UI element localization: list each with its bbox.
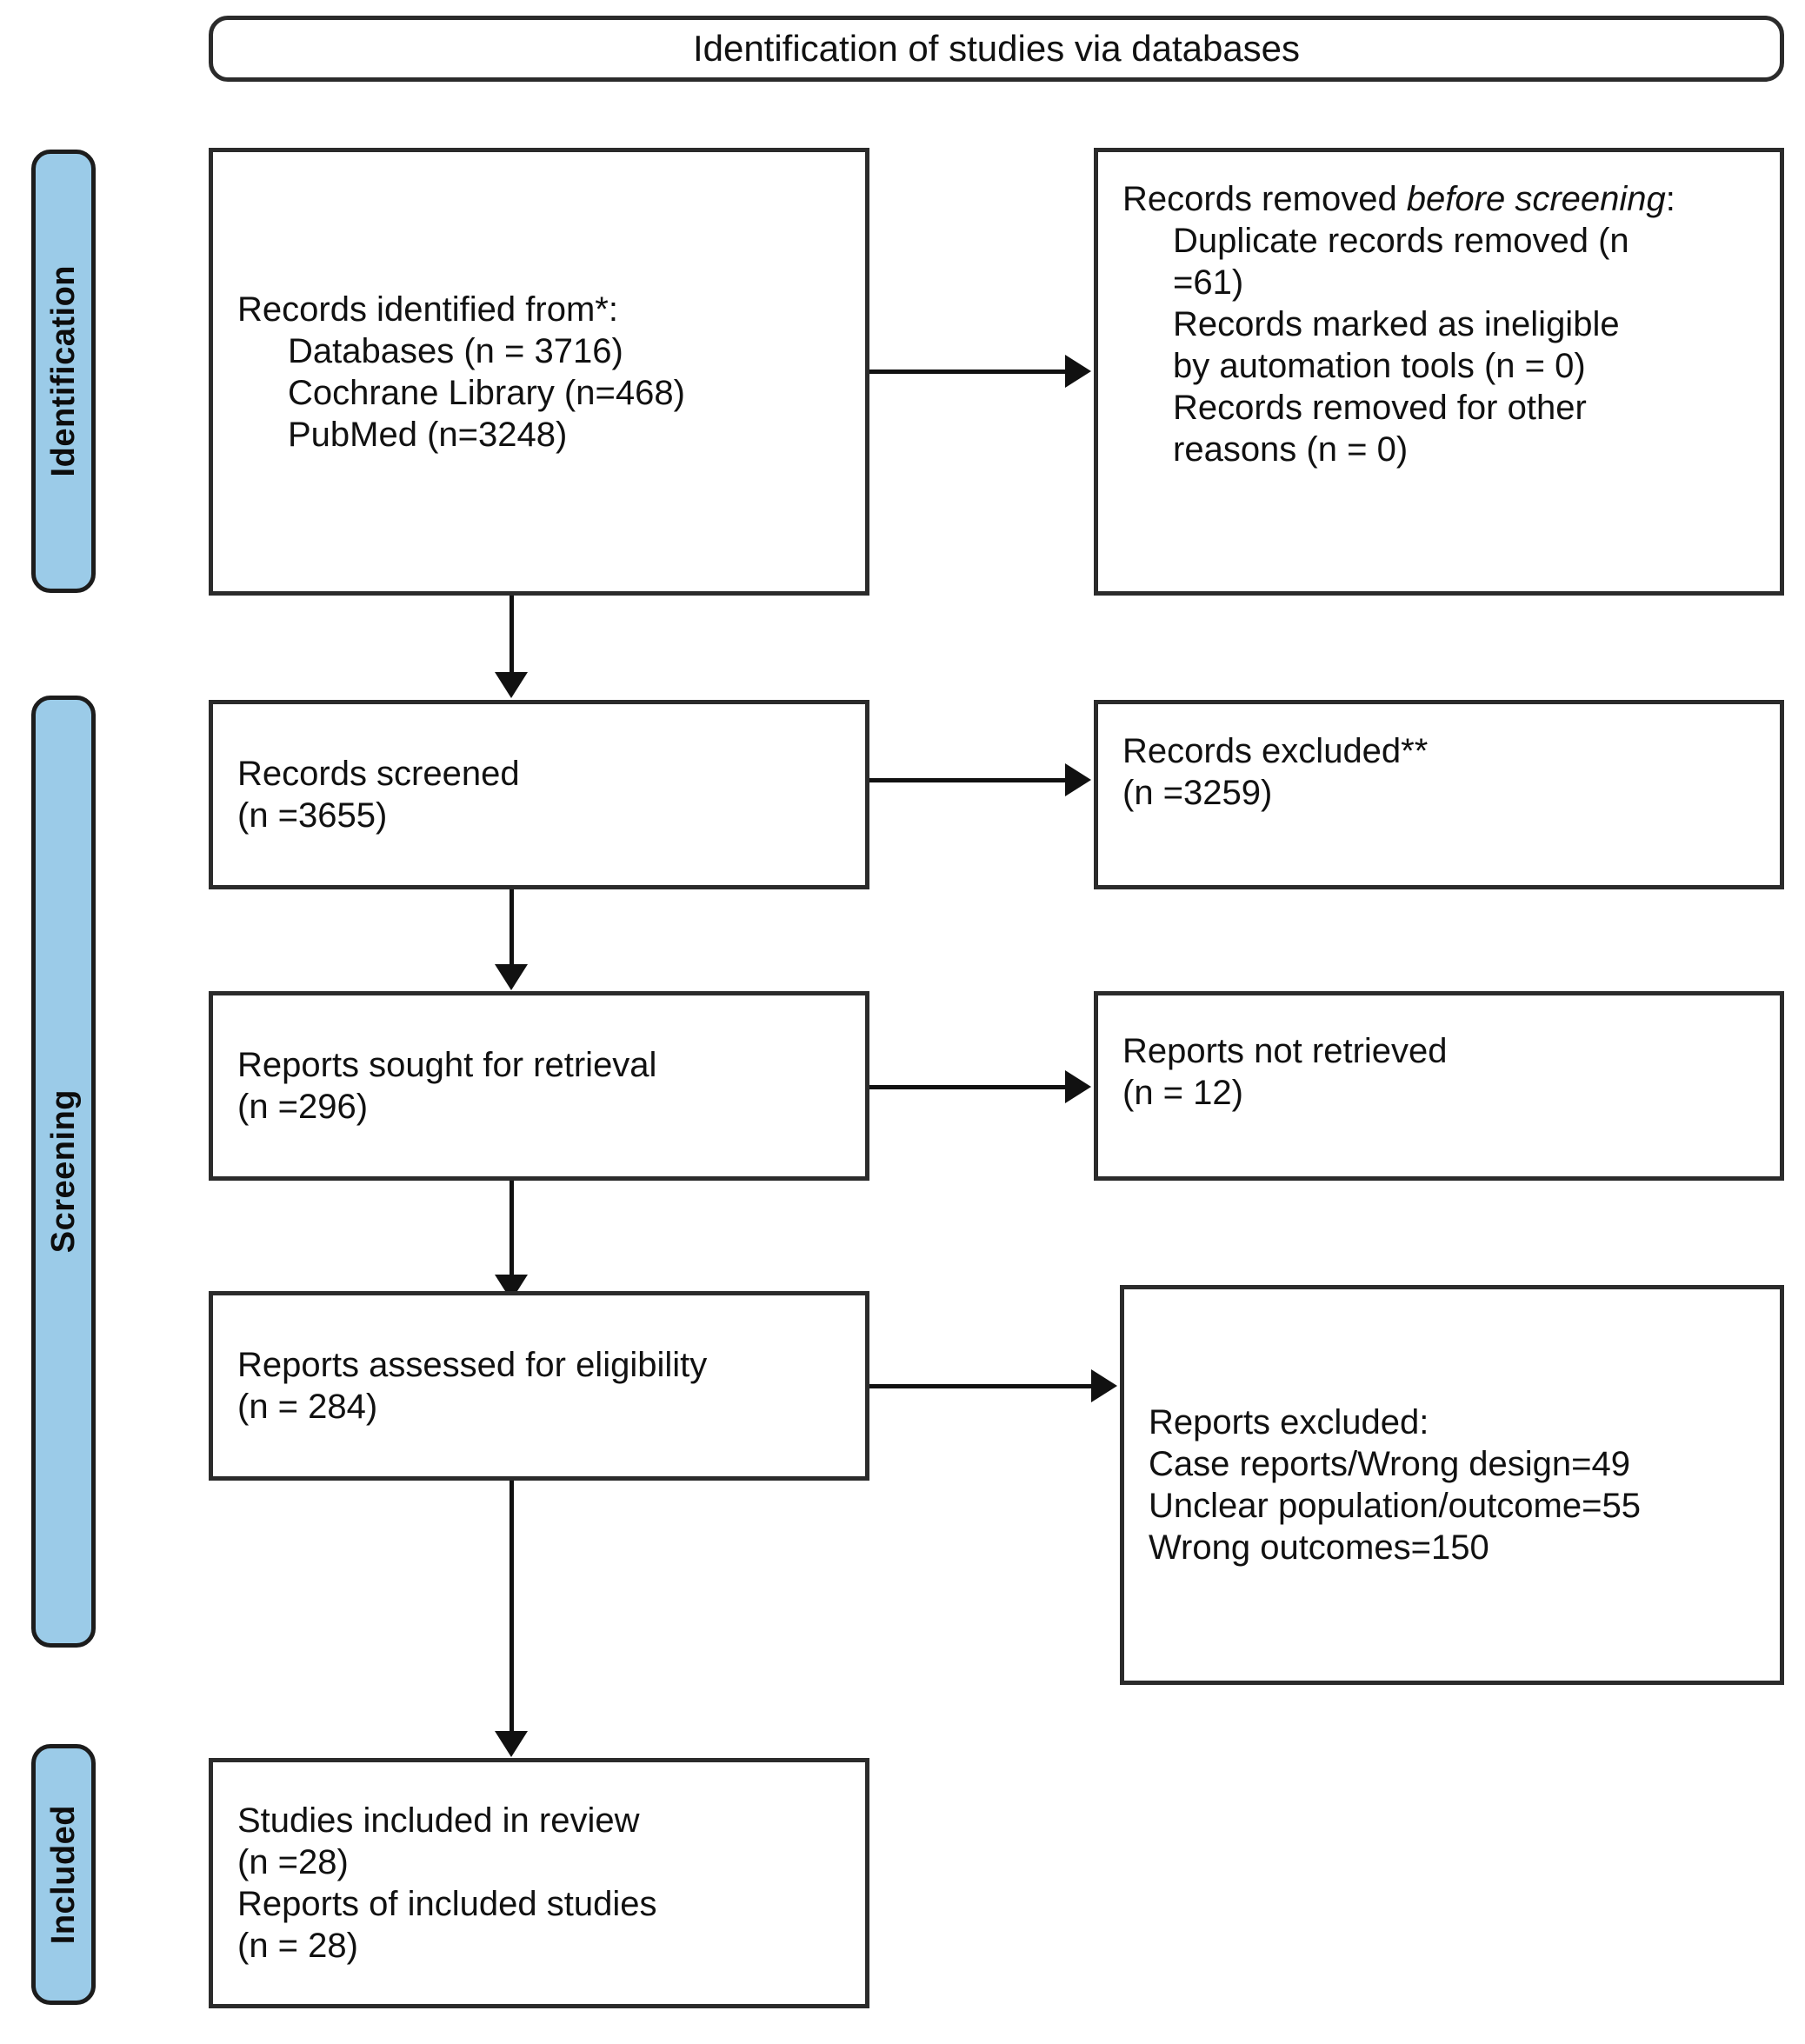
records-removed-line-5: Records removed for other [1173,389,1587,427]
arrowhead-sought-to-not-retrieved [1065,1070,1091,1103]
diagram-banner: Identification of studies via databases [209,16,1784,82]
reports-assessed-line-2: (n = 284) [237,1388,378,1426]
stage-label-identification: Identification [44,265,82,477]
records-removed-line-4: by automation tools (n = 0) [1173,347,1586,385]
connector-sought-to-assessed [510,1181,514,1276]
connector-assessed-to-included [510,1481,514,1733]
box-reports-sought: Reports sought for retrieval (n =296) [209,991,869,1181]
reports-sought-line-2: (n =296) [237,1088,369,1126]
reports-excluded-line-4: Wrong outcomes=150 [1149,1528,1489,1567]
records-identified-line-4: PubMed (n=3248) [288,415,568,454]
reports-not-retrieved-line-1: Reports not retrieved [1122,1032,1448,1070]
stage-bar-identification: Identification [31,150,96,593]
connector-identified-to-screened [510,596,514,674]
box-studies-included: Studies included in review (n =28) Repor… [209,1758,869,2008]
studies-included-line-1: Studies included in review [237,1801,640,1840]
box-reports-excluded: Reports excluded: Case reports/Wrong des… [1120,1285,1784,1685]
studies-included-line-4: (n = 28) [237,1927,358,1965]
box-reports-assessed: Reports assessed for eligibility (n = 28… [209,1291,869,1481]
arrowhead-screened-to-excluded [1065,763,1091,796]
records-identified-line-1: Records identified from*: [237,290,618,329]
records-removed-line-6: reasons (n = 0) [1173,430,1409,469]
arrowhead-assessed-to-reports-excluded [1091,1369,1117,1402]
records-excluded-line-2: (n =3259) [1122,774,1273,812]
studies-included-line-2: (n =28) [237,1843,349,1881]
reports-sought-line-1: Reports sought for retrieval [237,1046,657,1084]
records-removed-heading: Records removed before screening: [1122,178,1755,220]
reports-not-retrieved-line-2: (n = 12) [1122,1074,1243,1112]
records-removed-heading-prefix: Records removed [1122,180,1407,218]
studies-included-line-3: Reports of included studies [237,1885,657,1923]
stage-bar-included: Included [31,1744,96,2005]
reports-excluded-line-2: Case reports/Wrong design=49 [1149,1445,1631,1483]
records-identified-line-2: Databases (n = 3716) [288,331,623,370]
stage-label-included: Included [44,1804,82,1945]
connector-assessed-to-reports-excluded [869,1384,1091,1388]
stage-bar-screening: Screening [31,696,96,1648]
box-records-removed: Records removed before screening: Duplic… [1094,148,1784,596]
arrowhead-identified-to-screened [495,672,528,698]
records-removed-line-2: =61) [1173,263,1244,302]
records-screened-line-1: Records screened [237,755,520,793]
records-identified-line-3: Cochrane Library (n=468) [288,373,685,412]
reports-assessed-line-1: Reports assessed for eligibility [237,1346,708,1384]
connector-identified-to-removed [869,370,1065,374]
records-removed-line-1: Duplicate records removed (n [1173,222,1629,260]
records-excluded-line-1: Records excluded** [1122,732,1429,770]
arrowhead-assessed-to-included [495,1731,528,1757]
records-screened-line-2: (n =3655) [237,796,388,835]
records-removed-line-3: Records marked as ineligible [1173,305,1620,343]
records-removed-heading-italic: before screening [1406,180,1666,218]
arrowhead-screened-to-sought [495,964,528,990]
arrowhead-identified-to-removed [1065,355,1091,388]
box-reports-not-retrieved: Reports not retrieved (n = 12) [1094,991,1784,1181]
stage-label-screening: Screening [44,1089,82,1254]
box-records-excluded: Records excluded** (n =3259) [1094,700,1784,889]
connector-sought-to-not-retrieved [869,1085,1065,1089]
box-records-screened: Records screened (n =3655) [209,700,869,889]
reports-excluded-line-3: Unclear population/outcome=55 [1149,1487,1641,1525]
banner-title: Identification of studies via databases [692,28,1301,69]
connector-screened-to-excluded [869,778,1065,782]
reports-excluded-line-1: Reports excluded: [1149,1403,1429,1441]
records-removed-heading-suffix: : [1665,180,1675,218]
connector-screened-to-sought [510,889,514,966]
box-records-identified: Records identified from*: Databases (n =… [209,148,869,596]
